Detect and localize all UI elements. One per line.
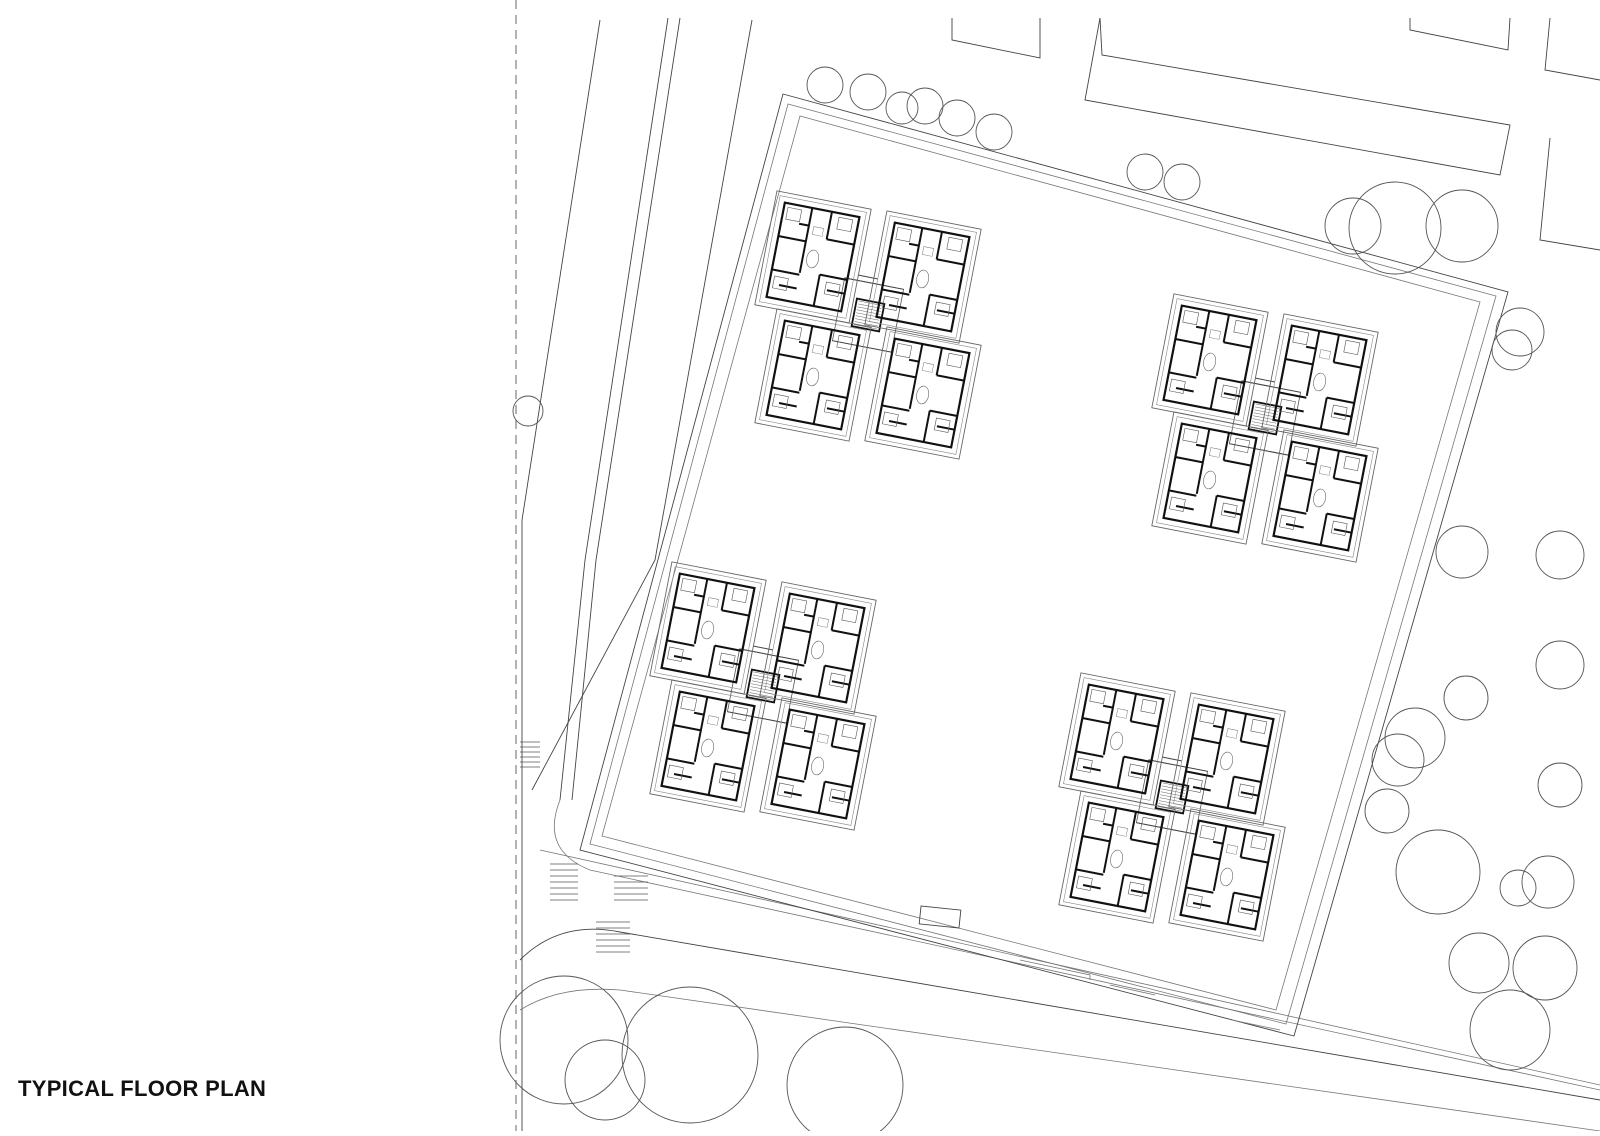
tree [1425,189,1499,263]
tree [1364,788,1410,834]
apartment-unit [1261,313,1379,447]
residential-cluster [754,190,982,460]
trees [499,66,1585,1136]
tree [1126,153,1164,191]
tree [1371,733,1425,787]
tree [1469,989,1551,1071]
tree [1163,163,1201,201]
residential-cluster [649,561,877,831]
apartment-unit [1151,411,1269,545]
apartment-unit [754,308,872,442]
tree [786,1026,904,1136]
tree [975,113,1013,151]
tree [499,975,629,1105]
stair-core [726,648,800,724]
tree [1324,197,1382,255]
tree [806,66,844,104]
apartment-unit [759,697,877,831]
tree [1348,181,1442,275]
tree [1491,329,1533,371]
apartment-unit [864,326,982,460]
tree [1512,935,1578,1001]
tree [1384,707,1446,769]
residential-clusters [649,190,1379,942]
plan-title: TYPICAL FLOOR PLAN [18,1076,267,1101]
crosswalks [520,741,648,953]
stair-core [1135,759,1209,835]
tree [1448,932,1510,994]
tree [1395,829,1481,915]
tree [938,99,976,137]
residential-cluster [1151,293,1379,563]
tree [1521,855,1575,909]
apartment-unit [1058,672,1176,806]
tree [1443,675,1489,721]
tree [1535,640,1585,690]
residential-cluster [1058,672,1286,942]
tree [1535,530,1585,580]
tree [885,91,919,125]
apartment-unit [1058,790,1176,924]
tree [1537,762,1583,808]
apartment-unit [754,190,872,324]
tree [564,1039,646,1121]
apartment-unit [1261,429,1379,563]
left-road [519,17,1600,1132]
apartment-unit [649,561,767,695]
apartment-unit [1168,692,1286,826]
apartment-unit [759,581,877,715]
apartment-unit [649,679,767,813]
tree [849,73,887,111]
apartment-unit [1151,293,1269,427]
site-details [918,905,1281,1031]
tree [1499,869,1537,907]
apartment-unit [1168,808,1286,942]
tree [512,395,544,427]
tree [906,87,944,125]
site-boundary [579,93,1509,1037]
stair-core [1228,380,1302,456]
stair-core [831,277,905,353]
tree [621,986,759,1124]
neighbour-buildings [951,17,1600,251]
tree [1435,525,1489,579]
tree [1495,307,1545,357]
apartment-unit [864,210,982,344]
